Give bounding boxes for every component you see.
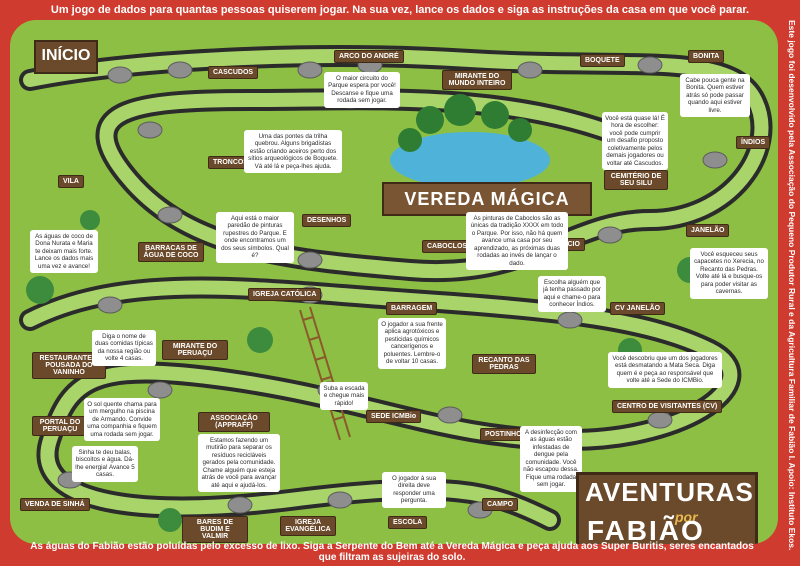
space-barragem: BARRAGEM	[386, 302, 438, 315]
logo-line2: por	[675, 509, 698, 525]
note-dengue: A desinfecção com as águas estão infesta…	[520, 426, 582, 492]
logo-line1: AVENTURAS	[585, 477, 754, 507]
space-vila: VILA	[58, 175, 84, 188]
space-campo: CAMPO	[482, 498, 519, 511]
note-pergunta: O jogador à sua direita deve responder u…	[382, 472, 446, 508]
space-recanto: RECANTO DAS PEDRAS	[472, 354, 536, 374]
space-cv-janelao: CV JANELÃO	[610, 302, 666, 315]
note-pinturas: As pinturas de Caboclos são as únicas da…	[466, 212, 568, 271]
vereda-magica-sign: VEREDA MÁGICA	[382, 182, 592, 216]
space-restaurante: RESTAURANTE E POUSADA DO VANINHO	[32, 352, 106, 379]
note-coco: As águas de coco de Dona Nurata e Maria …	[30, 230, 98, 274]
space-igreja-evangelica: IGREJA EVANGÉLICA	[280, 516, 336, 536]
note-suba: Suba a escada e chegue mais rápido!	[320, 382, 368, 411]
note-piscina: O sol quente chama para um mergulho na p…	[84, 398, 160, 442]
space-indios: ÍNDIOS	[736, 136, 771, 149]
space-mirante-peruacu: MIRANTE DO PERUAÇU	[162, 340, 228, 360]
credits-text: Este jogo foi desenvolvido pela Associaç…	[787, 20, 797, 551]
note-paredao: Aqui está o maior paredão de pinturas ru…	[216, 212, 294, 263]
note-sinha: Sinha te deu balas, biscoitos e água. Dá…	[72, 446, 138, 482]
space-venda-sinha: VENDA DE SINHÁ	[20, 498, 90, 511]
play-field: INÍCIO VEREDA MÁGICA CASCUDOS ARCO DO AN…	[10, 20, 778, 544]
space-cemiterio: CEMITÉRIO DE SEU SILU	[604, 170, 668, 190]
intro-text: Um jogo de dados para quantas pessoas qu…	[50, 4, 750, 16]
space-escola: ESCOLA	[388, 516, 428, 529]
note-fadas: Escolha alguém que já tenha passado por …	[538, 276, 606, 312]
credits-column: Este jogo foi desenvolvido pela Associaç…	[784, 20, 798, 551]
space-desenhos: DESENHOS	[302, 214, 352, 227]
space-igreja-catolica: IGREJA CATÓLICA	[248, 288, 322, 301]
note-vaninho: Diga o nome de duas comidas típicas da n…	[92, 330, 156, 366]
space-cascudos: CASCUDOS	[208, 66, 259, 79]
note-separar: Estamos fazendo um mutirão para separar …	[198, 434, 280, 493]
space-mirante-mundo: MIRANTE DO MUNDO INTEIRO	[442, 70, 512, 90]
space-barracas: BARRACAS DE ÁGUA DE COCO	[138, 242, 204, 262]
space-centro-visitantes: CENTRO DE VISITANTES (CV)	[612, 400, 723, 413]
space-boquete: BOQUETE	[580, 54, 625, 67]
note-bonita: Cabe pouca gente na Bonita. Quem estiver…	[680, 74, 750, 118]
space-caboclos: CABOCLOS	[422, 240, 473, 253]
space-bares: BARES DE BUDIM E VALMIR	[182, 516, 248, 543]
logo-line3: FABIÃO	[587, 515, 705, 544]
serpent-path	[19, 45, 773, 532]
space-arco-do-andre: ARCO DO ANDRÉ	[334, 50, 404, 63]
note-ponte: Uma das pontes da trilha quebrou. Alguns…	[244, 130, 342, 174]
space-janelao: JANELÃO	[686, 224, 730, 237]
space-bonita: BONITA	[688, 50, 725, 63]
game-logo: AVENTURAS por FABIÃO	[576, 472, 758, 544]
note-agrotoxicos: O jogador a sua frente aplica agrotóxico…	[378, 318, 446, 369]
start-sign: INÍCIO	[34, 40, 98, 74]
space-sede-icmbio: SEDE ICMBio	[366, 410, 422, 423]
outro-text: As águas do Fabião estão poluídas pelo e…	[30, 541, 754, 563]
note-esqueceu: Você esqueceu seus capacetes no Xerecia,…	[690, 248, 768, 299]
note-circuito: O maior circuito do Parque espera por vo…	[324, 72, 400, 108]
space-associacao: ASSOCIAÇÃO (APPRAFF)	[198, 412, 270, 432]
space-portal: PORTAL DO PERUAÇU	[32, 416, 88, 436]
note-cemiterio: Você está quase lá! É hora de escolher: …	[602, 112, 668, 171]
note-mata-seca: Você descobriu que um dos jogadores está…	[608, 352, 722, 388]
